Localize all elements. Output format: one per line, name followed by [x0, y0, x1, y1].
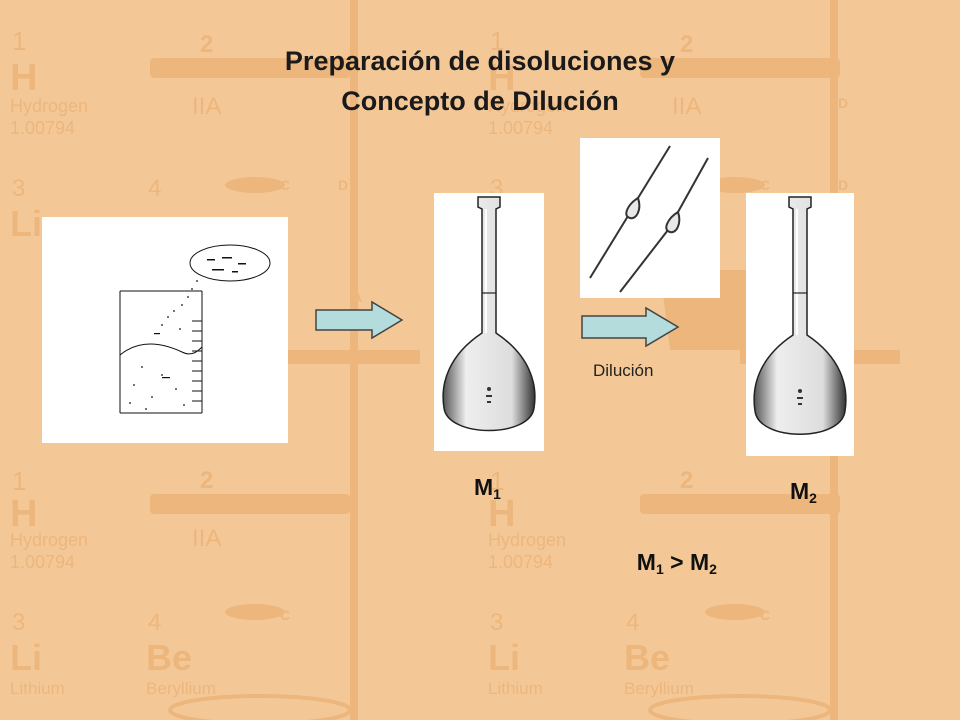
flask-icon	[753, 196, 847, 435]
wm-mass: 1.00794	[488, 118, 553, 138]
wm-mass: 1.00794	[10, 552, 75, 572]
wm-group: 2	[680, 31, 693, 58]
m2-base: M	[790, 478, 810, 504]
m1-base: M	[474, 474, 494, 500]
wm-letter: C	[760, 607, 770, 623]
cylinder-drawing	[119, 244, 271, 414]
wm-symbol: H	[10, 57, 37, 99]
volumetric-flask-2	[746, 193, 854, 456]
wm-letter: C	[280, 607, 290, 623]
wm-group-name: IIA	[192, 525, 221, 552]
wm-number: 3	[12, 609, 25, 636]
relation-left-sub: 1	[655, 561, 664, 577]
wm-number: 1	[12, 26, 26, 56]
wm-symbol: Be	[146, 637, 192, 678]
wm-symbol: H	[488, 493, 515, 535]
wm-group: 2	[200, 467, 213, 494]
wm-symbol: Li	[488, 637, 520, 678]
wm-group: 2	[200, 31, 213, 58]
solute-cylinder-illustration	[42, 217, 288, 443]
wm-name: Beryllium	[624, 679, 694, 698]
molarity-relation: M1 > M2	[624, 522, 717, 577]
wm-number: 1	[490, 26, 504, 56]
wm-group: 2	[680, 467, 693, 494]
wm-number: 4	[148, 609, 161, 636]
m2-subscript: 2	[809, 490, 817, 506]
wm-number: 4	[626, 609, 639, 636]
slide-title-line2: Concepto de Dilución	[341, 86, 619, 116]
wm-name: Hydrogen	[488, 96, 566, 116]
wm-letter: A	[352, 289, 362, 305]
wm-name: Hydrogen	[10, 96, 88, 116]
volumetric-flask-1	[434, 193, 544, 451]
wm-symbol: Be	[624, 637, 670, 678]
wm-letter: D	[338, 177, 348, 193]
wm-number: 1	[12, 466, 26, 496]
relation-right-sub: 2	[709, 561, 717, 577]
right-arrow-icon	[581, 306, 680, 348]
wm-number: 4	[148, 175, 161, 202]
right-arrow-icon	[315, 300, 404, 340]
flask-icon	[442, 196, 536, 432]
wm-name: Hydrogen	[10, 530, 88, 550]
pipettes-illustration	[580, 138, 720, 298]
wm-name: Hydrogen	[488, 530, 566, 550]
wm-letter: C	[280, 177, 290, 193]
wm-symbol: Li	[10, 637, 42, 678]
wm-number: 1	[490, 466, 504, 496]
wm-symbol: H	[10, 493, 37, 535]
wm-name: Beryllium	[146, 679, 216, 698]
m1-subscript: 1	[493, 486, 501, 502]
wm-name: Lithium	[10, 679, 65, 698]
wm-letter: C	[760, 177, 770, 193]
wm-mass: 1.00794	[488, 552, 553, 572]
molarity-2-label: M2	[790, 478, 817, 506]
wm-group-name: IIA	[192, 93, 221, 120]
wm-symbol: H	[488, 57, 515, 99]
wm-group-name: IIA	[672, 93, 701, 120]
wm-letter: D	[838, 95, 848, 111]
wm-letter: D	[838, 177, 848, 193]
wm-mass: 1.00794	[10, 118, 75, 138]
slide-title-line1: Preparación de disoluciones y	[284, 46, 676, 76]
wm-number: 3	[12, 175, 25, 202]
dilution-label: Dilución	[593, 361, 654, 380]
relation-left-base: M	[636, 549, 656, 575]
relation-operator: >	[663, 549, 690, 575]
wm-name: Lithium	[488, 679, 543, 698]
molarity-1-label: M1	[474, 474, 501, 502]
wm-number: 3	[490, 609, 503, 636]
wm-symbol: Li	[10, 203, 42, 244]
relation-right-base: M	[689, 549, 710, 575]
